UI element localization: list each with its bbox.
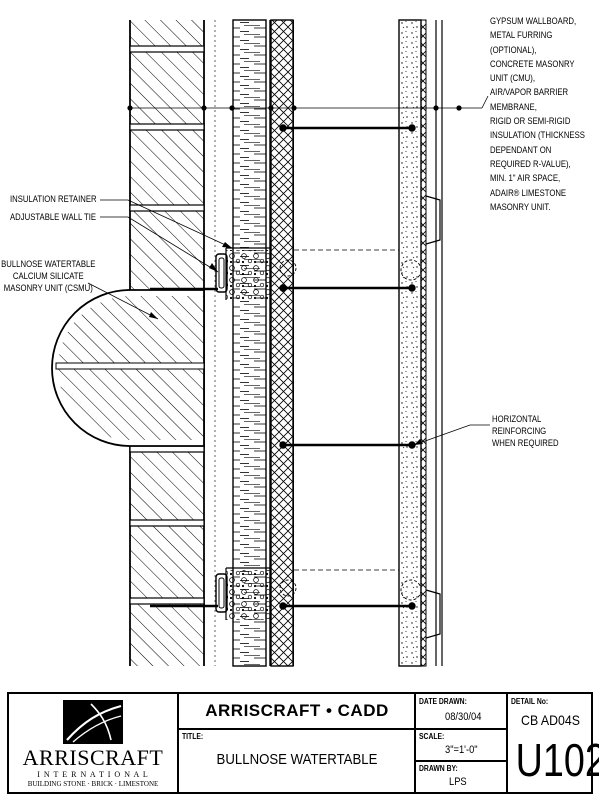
detail-code: CB AD04S bbox=[521, 712, 580, 728]
scale-label: SCALE: bbox=[419, 732, 445, 741]
label-horizontal-line2: REINFORCING bbox=[492, 426, 547, 436]
label-horizontal-line1: HORIZONTAL bbox=[492, 414, 542, 424]
label-insulation-retainer: INSULATION RETAINER bbox=[10, 194, 97, 204]
logo-tagline: BUILDING STONE · BRICK · LIMESTONE bbox=[27, 780, 159, 788]
adjustable-wall-tie-upper bbox=[150, 247, 422, 300]
title-label: TITLE: bbox=[182, 732, 204, 741]
label-bullnose-line2: CALCIUM SILICATE bbox=[12, 271, 84, 281]
label-horizontal-line3: WHEN REQUIRED bbox=[492, 438, 559, 448]
spec-line: CONCRETE MASONRY bbox=[490, 58, 575, 69]
drawn-by: LPS bbox=[449, 776, 467, 788]
spec-line: GYPSUM WALLBOARD, bbox=[490, 16, 577, 26]
spec-line: MASONRY UNIT. bbox=[490, 201, 551, 212]
title-block: ARRISCRAFT I N T E R N A T I O N A L BUI… bbox=[7, 692, 599, 794]
rigid-insulation bbox=[232, 19, 267, 667]
scale-value: 3"=1'-0" bbox=[445, 744, 478, 756]
detail-number: U102 bbox=[515, 734, 599, 786]
label-adjustable-wall-tie: ADJUSTABLE WALL TIE bbox=[10, 212, 97, 222]
spec-line: AIR/VAPOR BARRIER bbox=[490, 87, 569, 98]
spec-line: INSULATION (THICKNESS bbox=[490, 130, 585, 141]
spec-line: REQUIRED R-VALUE), bbox=[490, 158, 571, 169]
cmu-block bbox=[270, 19, 427, 667]
date-drawn: 08/30/04 bbox=[445, 711, 482, 723]
logo-name: ARRISCRAFT bbox=[22, 745, 164, 770]
arriscraft-logo: ARRISCRAFT I N T E R N A T I O N A L BUI… bbox=[9, 694, 177, 792]
company-name: ARRISCRAFT • CADD bbox=[205, 701, 389, 720]
drawing-title: BULLNOSE WATERTABLE bbox=[216, 751, 378, 768]
spec-line: (OPTIONAL), bbox=[490, 44, 537, 55]
section-drawing bbox=[51, 19, 490, 667]
bullnose-watertable bbox=[51, 289, 205, 447]
wall-assembly-spec: GYPSUM WALLBOARD, METAL FURRING (OPTIONA… bbox=[490, 14, 593, 214]
spec-line: MEMBRANE, bbox=[490, 101, 537, 112]
date-label: DATE DRAWN: bbox=[419, 697, 467, 706]
spec-line: ADAIR® LIMESTONE bbox=[490, 187, 567, 198]
spec-line: METAL FURRING bbox=[490, 30, 553, 41]
spec-line: MIN. 1" AIR SPACE, bbox=[490, 173, 561, 184]
label-bullnose-watertable: BULLNOSE WATERTABLE CALCIUM SILICATE MAS… bbox=[1, 258, 96, 294]
leader-arrows bbox=[149, 242, 423, 445]
spec-line: RIGID OR SEMI-RIGID bbox=[490, 116, 571, 127]
label-horizontal-reinforcing: HORIZONTAL REINFORCING WHEN REQUIRED bbox=[492, 413, 559, 449]
logo-sub: I N T E R N A T I O N A L bbox=[37, 770, 149, 779]
label-bullnose-line1: BULLNOSE WATERTABLE bbox=[1, 259, 96, 269]
adjustable-wall-tie-lower bbox=[150, 567, 422, 620]
label-bullnose-line3: MASONRY UNIT (CSMU) bbox=[3, 283, 93, 293]
leader-lines bbox=[87, 95, 490, 446]
horizontal-reinforcing bbox=[279, 124, 416, 610]
spec-line: DEPENDANT ON bbox=[490, 144, 552, 155]
spec-line: UNIT (CMU), bbox=[490, 73, 536, 84]
drawn-by-label: DRAWN BY: bbox=[419, 764, 458, 773]
detail-label: DETAIL No: bbox=[511, 697, 549, 706]
gypsum-wallboard bbox=[425, 20, 443, 666]
logo-mark-icon bbox=[63, 700, 123, 744]
